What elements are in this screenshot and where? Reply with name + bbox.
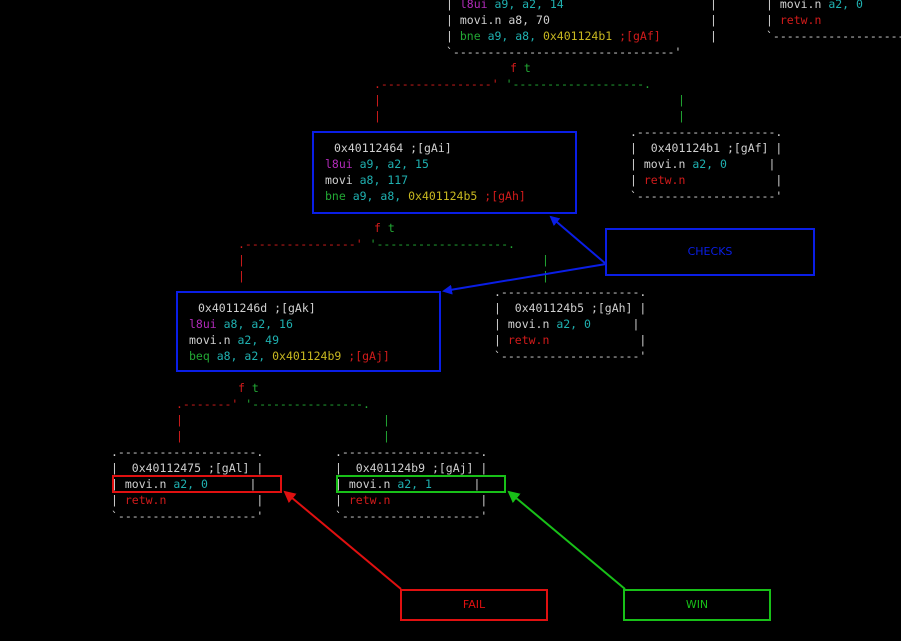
block-header: 0x4011246d ;[gAk] bbox=[198, 301, 316, 315]
operands: a2, 0 bbox=[828, 0, 863, 11]
operands: a9, a8, bbox=[345, 189, 409, 203]
edge-true-label: t bbox=[523, 61, 531, 75]
mnemonic: l8ui bbox=[189, 317, 217, 331]
fail-label-box: FAIL bbox=[400, 589, 548, 621]
branch-address: 0x401124b1 bbox=[542, 29, 613, 43]
edge-false-label: f bbox=[374, 221, 381, 235]
mnemonic: l8ui bbox=[325, 157, 353, 171]
mnemonic: bne bbox=[325, 189, 346, 203]
instruction: retw.n bbox=[348, 493, 391, 507]
operands: a8, 117 bbox=[359, 173, 409, 187]
instruction: movi.n bbox=[124, 477, 174, 491]
flag-ref: ;[gAj] bbox=[348, 349, 390, 363]
instruction: movi.n bbox=[348, 477, 398, 491]
operands: a2, 0 bbox=[692, 157, 727, 171]
branch-address: 0x401124b5 bbox=[408, 189, 478, 203]
instruction: movi.n bbox=[779, 0, 829, 11]
instruction: movi.n bbox=[643, 157, 693, 171]
win-label-box: WIN bbox=[623, 589, 771, 621]
block-header: 0x40112464 ;[gAi] bbox=[334, 141, 452, 155]
instruction: movi bbox=[325, 173, 360, 187]
block-header: 0x40112475 ;[gAl] bbox=[131, 461, 250, 475]
instruction: retw.n bbox=[124, 493, 167, 507]
operands: a9, a8, bbox=[480, 29, 543, 43]
instruction: retw.n bbox=[779, 13, 822, 27]
operands: a8, a2, 16 bbox=[216, 317, 293, 331]
edge-true-label: t bbox=[387, 221, 395, 235]
win-highlight-box bbox=[336, 475, 506, 493]
mnemonic: bne bbox=[459, 29, 481, 43]
block-header: 0x401124b1 ;[gAf] bbox=[650, 141, 769, 155]
operands: a2, 0 bbox=[173, 477, 208, 491]
fail-label: FAIL bbox=[462, 598, 486, 611]
operands: a9, a2, 14 bbox=[487, 0, 564, 11]
checks-highlight-box bbox=[312, 131, 577, 214]
operands: a2, 49 bbox=[237, 333, 280, 347]
checks-label-box: CHECKS bbox=[605, 228, 815, 276]
block-header: 0x401124b9 ;[gAj] bbox=[355, 461, 474, 475]
checks-label: CHECKS bbox=[687, 245, 733, 258]
win-arrow bbox=[507, 490, 626, 590]
instruction: movi.n a8, 70 bbox=[459, 13, 550, 27]
instruction: retw.n bbox=[643, 173, 686, 187]
edge-false-label: f bbox=[238, 381, 245, 395]
mnemonic: l8ui bbox=[459, 0, 488, 11]
fail-highlight-box bbox=[112, 475, 282, 493]
instruction: retw.n bbox=[507, 333, 550, 347]
operands: a2, 0 bbox=[556, 317, 591, 331]
flag-ref: ;[gAf] bbox=[619, 29, 661, 43]
checks-arrow-upper bbox=[549, 215, 607, 265]
flag-ref: ;[gAh] bbox=[484, 189, 526, 203]
checks-highlight-box bbox=[176, 291, 441, 372]
mnemonic: beq bbox=[189, 349, 210, 363]
block-header: 0x401124b5 ;[gAh] bbox=[514, 301, 633, 315]
operands: a8, a2, bbox=[209, 349, 273, 363]
instruction: movi.n bbox=[507, 317, 557, 331]
edge-true-label: t bbox=[251, 381, 259, 395]
instruction: movi.n bbox=[189, 333, 238, 347]
edge-false-label: f bbox=[510, 61, 517, 75]
operands: a9, a2, 15 bbox=[352, 157, 429, 171]
win-label: WIN bbox=[685, 598, 709, 611]
operands: a2, 1 bbox=[397, 477, 432, 491]
branch-address: 0x401124b9 bbox=[272, 349, 342, 363]
